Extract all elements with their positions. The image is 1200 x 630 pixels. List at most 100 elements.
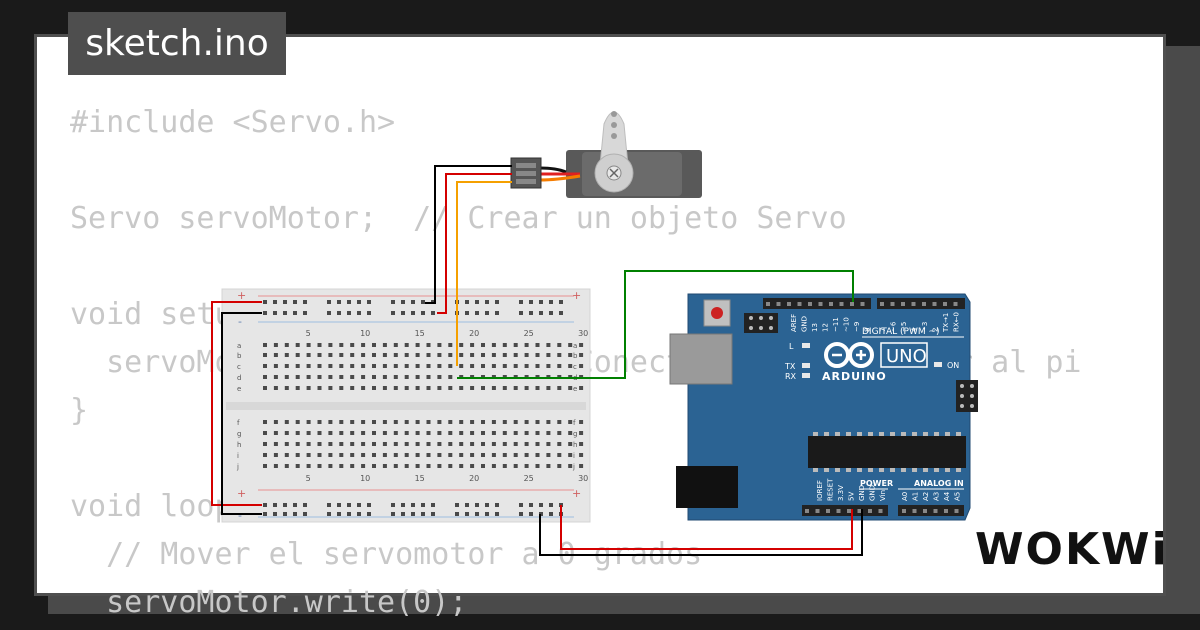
header-hole [857, 509, 862, 513]
rail-hole [431, 311, 435, 315]
power-pin-label: IOREF [816, 480, 824, 501]
digital-label: DIGITAL (PWM ~) [862, 327, 940, 337]
wire-gnd[interactable] [539, 509, 863, 556]
row-label: d [237, 374, 241, 382]
breadboard-hole [502, 364, 507, 368]
chip-pin [824, 468, 829, 472]
header-hole [901, 302, 905, 306]
header-hole [912, 509, 917, 513]
rail-hole [549, 512, 553, 516]
chip-pin [901, 432, 906, 436]
breadboard-hole [382, 375, 387, 379]
rail-plus-label-bl: + [237, 487, 246, 500]
breadboard-hole [382, 442, 387, 446]
row-label: j [236, 463, 239, 471]
row-label: f [237, 419, 240, 427]
column-label: 15 [415, 474, 425, 483]
breadboard-hole [361, 453, 366, 457]
breadboard-hole [393, 364, 398, 368]
power-label: POWER [860, 479, 893, 488]
header-hole [808, 302, 812, 306]
rail-hole [421, 512, 425, 516]
breadboard-hole [382, 364, 387, 368]
header-hole [890, 302, 895, 306]
breadboard-hole [284, 464, 289, 468]
power-pin-label: GND [858, 485, 866, 501]
breadboard-hole [284, 343, 289, 347]
breadboard-hole [524, 353, 529, 357]
arduino-logo-icon [824, 342, 874, 368]
rail-hole [475, 512, 479, 516]
rail-hole [391, 300, 395, 304]
breadboard-hole [306, 453, 311, 457]
breadboard-hole [284, 364, 289, 368]
breadboard-hole [546, 453, 551, 457]
breadboard-hole [350, 386, 355, 390]
rail-hole [303, 512, 307, 516]
breadboard-hole [317, 386, 322, 390]
rail-hole [421, 300, 425, 304]
breadboard-hole [372, 353, 376, 357]
breadboard-hole [284, 442, 289, 446]
rail-hole [293, 300, 297, 304]
breadboard-hole [437, 364, 442, 368]
row-label: i [237, 452, 239, 460]
breadboard-hole [459, 364, 464, 368]
servo-lead-brown [539, 166, 567, 174]
rail-hole [431, 512, 435, 516]
wire-servo-gnd[interactable] [425, 165, 512, 304]
breadboard-hole [273, 375, 278, 379]
breadboard-hole [273, 343, 278, 347]
wire-servo-vcc[interactable] [437, 173, 512, 314]
rail-hole [283, 300, 287, 304]
breadboard-hole [404, 343, 409, 347]
breadboard-hole [491, 420, 496, 424]
servo-motor[interactable] [510, 111, 702, 198]
breadboard-hole [339, 375, 344, 379]
rail-hole [401, 311, 405, 315]
breadboard-hole [546, 364, 551, 368]
breadboard-hole [404, 420, 409, 424]
breadboard-hole [372, 464, 376, 468]
breadboard-hole [448, 343, 453, 347]
breadboard-hole [524, 364, 529, 368]
breadboard-hole [470, 386, 475, 390]
breadboard-hole [459, 431, 464, 435]
rail-hole [303, 503, 307, 507]
breadboard-hole [491, 464, 496, 468]
rail-hole [475, 311, 479, 315]
wire-signal-pin9[interactable] [457, 270, 854, 379]
breadboard-hole [557, 364, 562, 368]
power-pin-label: Vin [879, 490, 887, 501]
digital-pin-label: 4 [911, 327, 919, 332]
code-line: Servo servoMotor; // Crear un objeto Ser… [70, 201, 847, 236]
breadboard-hole [382, 453, 387, 457]
column-label: 30 [578, 474, 588, 483]
breadboard-hole [568, 353, 573, 357]
wire-rail-plus[interactable] [211, 301, 262, 506]
digital-pin-label: 12 [822, 323, 830, 332]
wire-servo-signal[interactable] [456, 181, 512, 366]
digital-pin-label: AREF [790, 314, 798, 332]
wire-rail-minus[interactable] [221, 312, 262, 515]
rail-hole [273, 311, 277, 315]
wire-5v[interactable] [560, 505, 853, 550]
header-hole [776, 302, 781, 306]
breadboard-hole [535, 442, 540, 446]
reset-button-cap [711, 307, 723, 319]
analog-pin-label: A4 [943, 491, 951, 501]
breadboard-hole [415, 464, 420, 468]
breadboard-hole [481, 420, 485, 424]
chip-pin [868, 468, 873, 472]
breadboard-hole [426, 464, 431, 468]
rail-hole [495, 512, 499, 516]
row-label: h [573, 441, 577, 449]
breadboard-hole [306, 364, 311, 368]
row-label: b [573, 352, 578, 360]
breadboard-hole [557, 442, 562, 446]
breadboard-hole [524, 386, 529, 390]
breadboard-hole [415, 453, 420, 457]
breadboard-hole [273, 386, 278, 390]
